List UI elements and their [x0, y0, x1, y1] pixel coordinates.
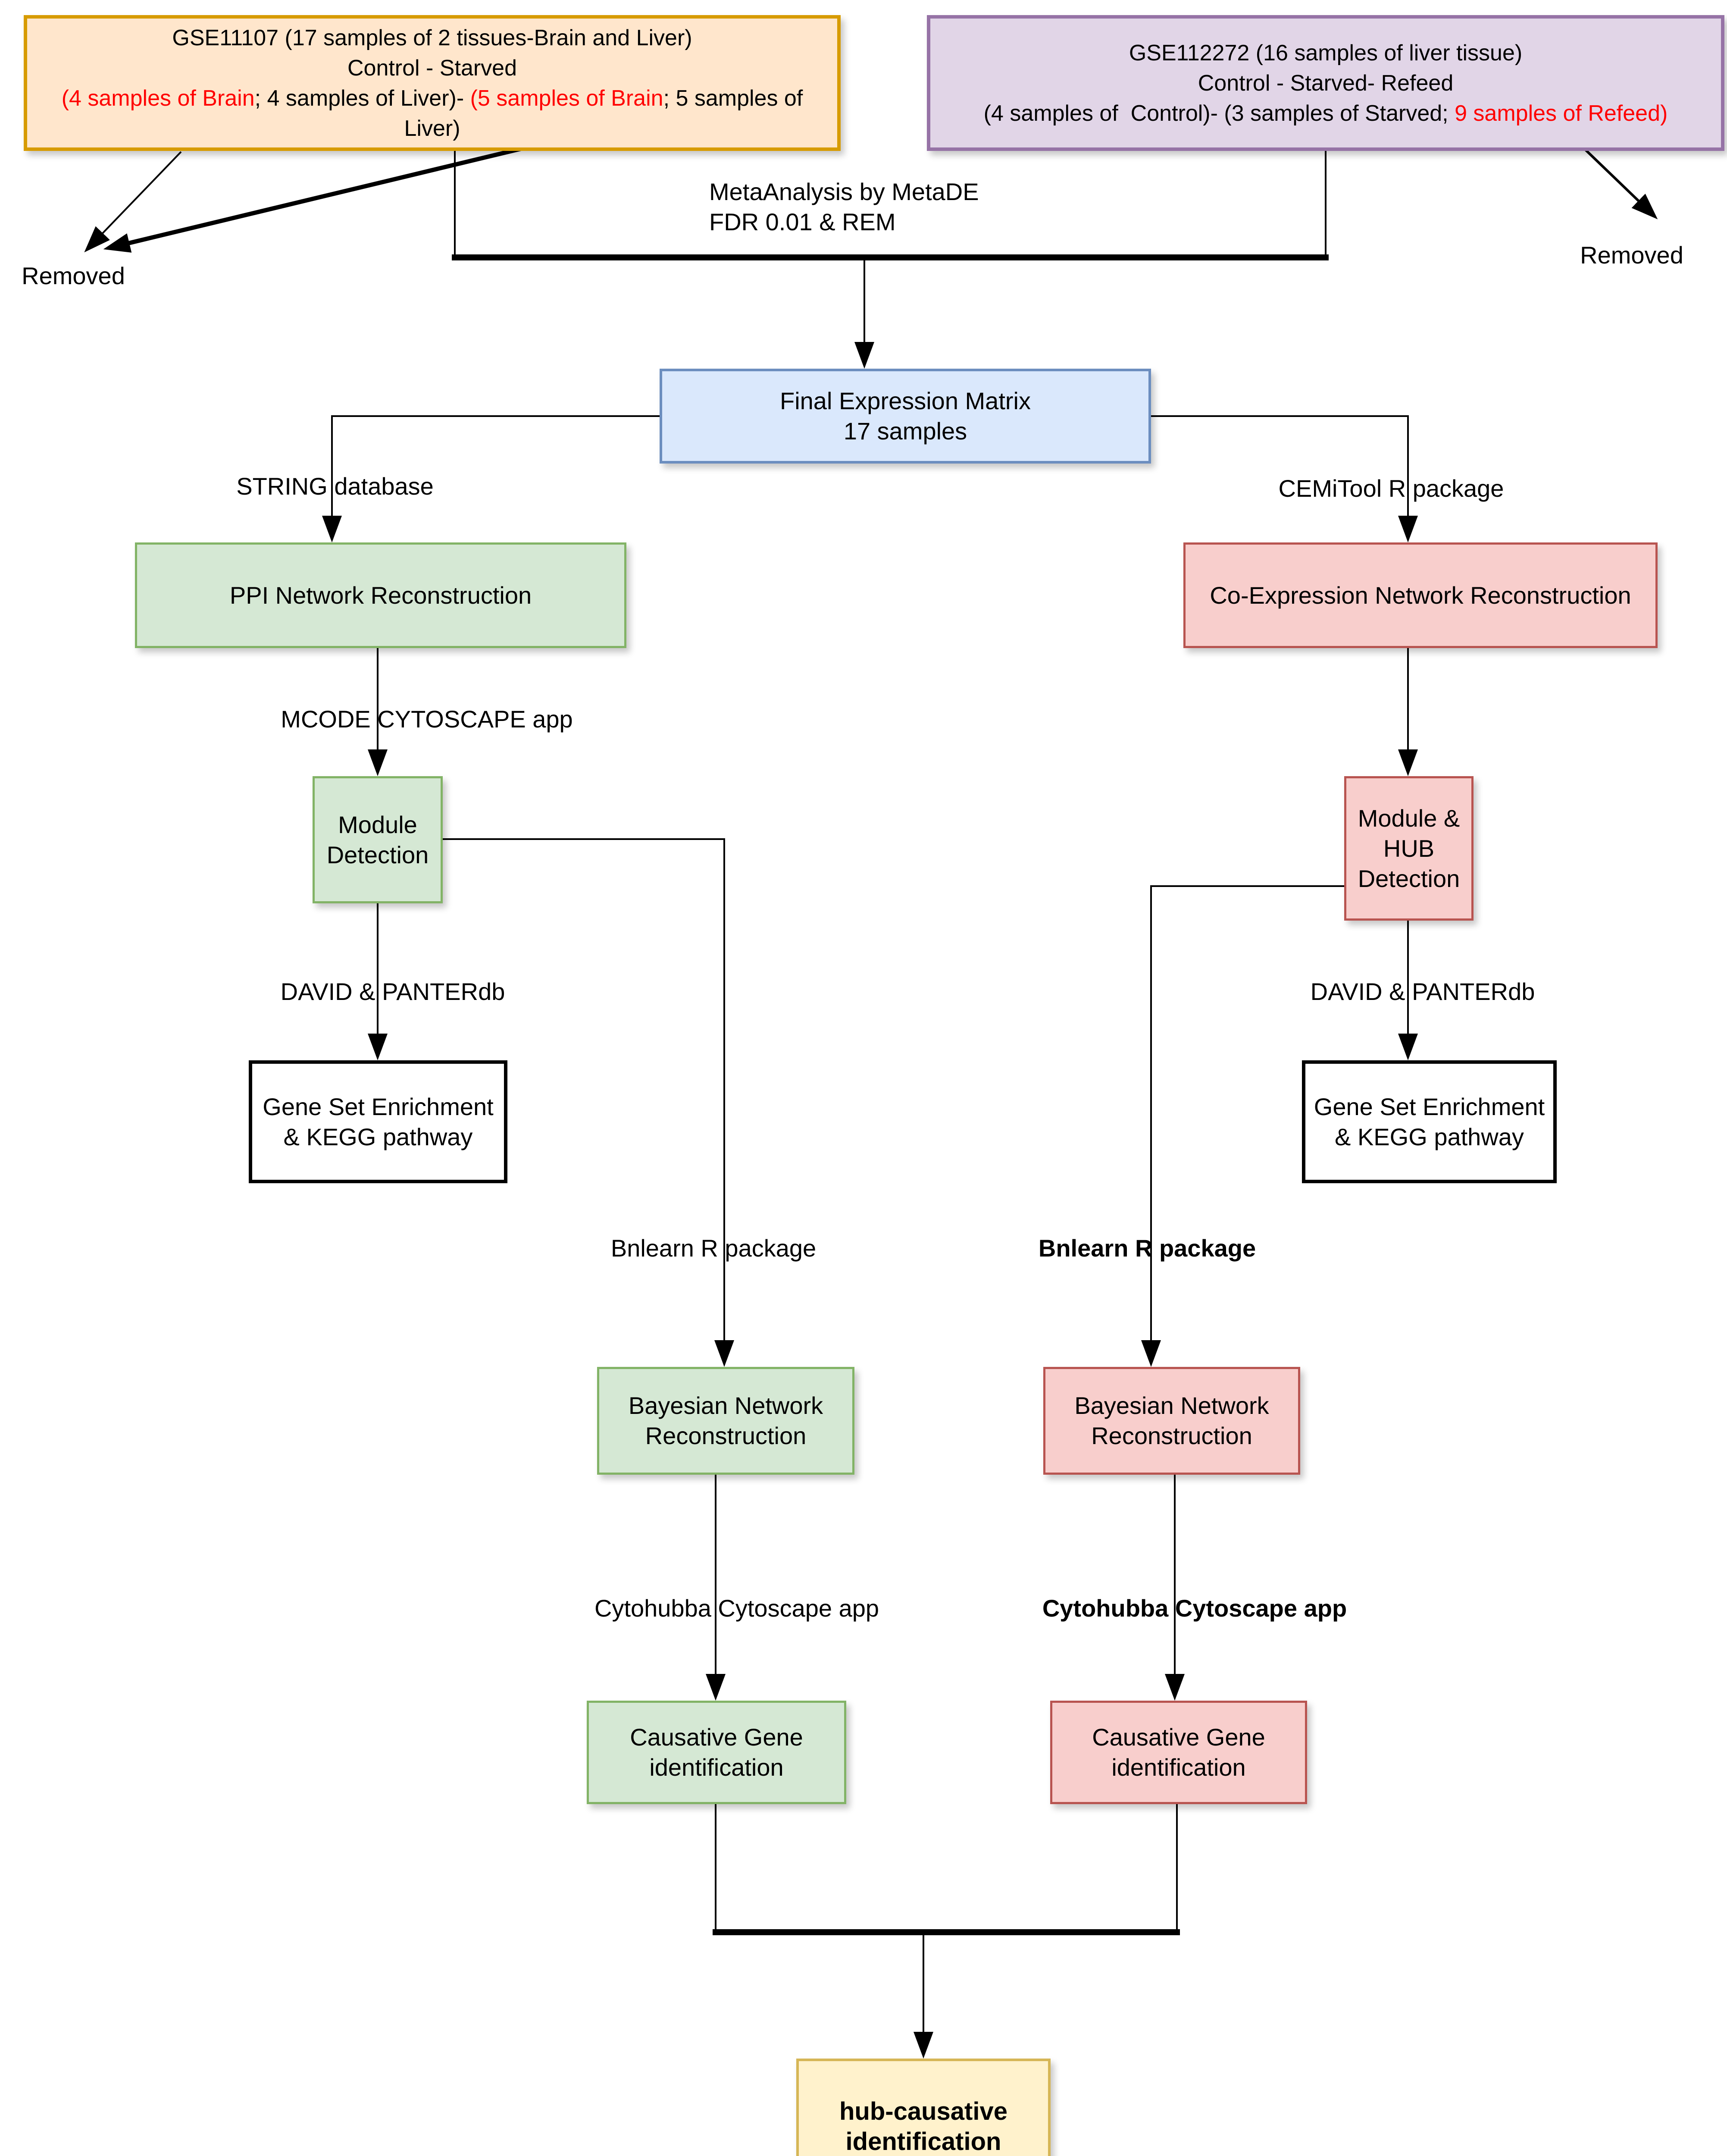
causative-right-label: Causative Gene identification: [1092, 1724, 1265, 1781]
coexpression-label: Co-Expression Network Reconstruction: [1210, 581, 1631, 609]
node-bayesian-reconstruction-right: Bayesian Network Reconstruction: [1043, 1367, 1300, 1475]
module-detection-label: Module Detection: [326, 811, 429, 868]
label-mcode-cytoscape-app: MCODE CYTOSCAPE app: [281, 705, 573, 733]
node-ppi-network-reconstruction: PPI Network Reconstruction: [135, 542, 626, 648]
text-segment: 9 samples of Refeed): [1455, 100, 1668, 126]
edge-removed-right: [1581, 145, 1658, 219]
edge-removed-left-b: [103, 142, 540, 253]
label-david-panterdb-right: DAVID & PANTERdb: [1310, 978, 1535, 1005]
node-gse112272: GSE112272 (16 samples of liver tissue) C…: [927, 15, 1724, 151]
hub-causative-label: hub-causative identification: [839, 2097, 1007, 2156]
node-gene-set-enrichment-right: Gene Set Enrichment & KEGG pathway: [1302, 1060, 1557, 1183]
gse11107-line1: GSE11107 (17 samples of 2 tissues-Brain …: [172, 25, 692, 50]
gene-set-right-label: Gene Set Enrichment & KEGG pathway: [1314, 1093, 1545, 1150]
gene-set-left-label: Gene Set Enrichment & KEGG pathway: [263, 1093, 494, 1150]
gse11107-line2: Control - Starved: [347, 55, 517, 81]
label-bnlearn-right: Bnlearn R package: [1038, 1235, 1256, 1262]
ppi-label: PPI Network Reconstruction: [229, 581, 532, 609]
text-segment: ; 4 samples of Liver)-: [254, 85, 470, 111]
bayesian-left-label: Bayesian Network Reconstruction: [628, 1392, 823, 1449]
gse112272-line1: GSE112272 (16 samples of liver tissue): [1129, 40, 1523, 66]
gse112272-line3: (4 samples of Control)- (3 samples of St…: [984, 98, 1668, 128]
label-david-panterdb-left: DAVID & PANTERdb: [280, 978, 505, 1005]
label-string-database: STRING database: [236, 473, 434, 500]
label-removed-right: Removed: [1580, 241, 1683, 269]
final-expression-matrix-label: Final Expression Matrix 17 samples: [780, 387, 1031, 445]
label-bnlearn-left: Bnlearn R package: [610, 1235, 817, 1262]
node-causative-gene-right: Causative Gene identification: [1050, 1701, 1307, 1804]
label-metaanalysis: MetaAnalysis by MetaDE FDR 0.01 & REM: [709, 178, 979, 235]
bayesian-right-label: Bayesian Network Reconstruction: [1074, 1392, 1269, 1449]
label-cemitool-r-package: CEMiTool R package: [1278, 475, 1504, 502]
edge-matrix-to-coexpression: [1151, 415, 1418, 542]
edge-modulehub-to-bayesian-right: [1141, 885, 1344, 1367]
edge-removed-left-a: [84, 151, 182, 253]
node-hub-causative-identification: hub-causative identification: [796, 2059, 1051, 2156]
node-causative-gene-left: Causative Gene identification: [587, 1701, 846, 1804]
text-segment: (4 samples of Brain: [61, 85, 255, 111]
node-coexpression-network-reconstruction: Co-Expression Network Reconstruction: [1183, 542, 1658, 648]
text-segment: (4 samples of Control)- (3 samples of St…: [983, 100, 1455, 126]
edge-module-to-bayesian-left: [443, 838, 734, 1367]
label-removed-left: Removed: [22, 262, 125, 289]
label-cytohubba-left: Cytohubba Cytoscape app: [594, 1595, 879, 1622]
text-segment: (5 samples of Brain: [470, 85, 663, 111]
node-module-detection: Module Detection: [313, 776, 443, 903]
node-bayesian-reconstruction-left: Bayesian Network Reconstruction: [597, 1367, 854, 1475]
label-cytohubba-right: Cytohubba Cytoscape app: [1042, 1595, 1347, 1622]
causative-left-label: Causative Gene identification: [630, 1724, 803, 1781]
node-gse11107: GSE11107 (17 samples of 2 tissues-Brain …: [24, 15, 841, 151]
edge-matrix-to-ppi: [322, 415, 660, 542]
text-segment: ; 5 samples of Liver): [404, 85, 809, 141]
module-hub-label: Module & HUB Detection: [1358, 804, 1460, 892]
node-module-hub-detection: Module & HUB Detection: [1344, 776, 1474, 921]
gse112272-line2: Control - Starved- Refeed: [1198, 70, 1454, 96]
gse11107-line3: (4 samples of Brain; 4 samples of Liver)…: [38, 83, 827, 144]
node-final-expression-matrix: Final Expression Matrix 17 samples: [660, 369, 1151, 464]
node-gene-set-enrichment-left: Gene Set Enrichment & KEGG pathway: [249, 1060, 507, 1183]
